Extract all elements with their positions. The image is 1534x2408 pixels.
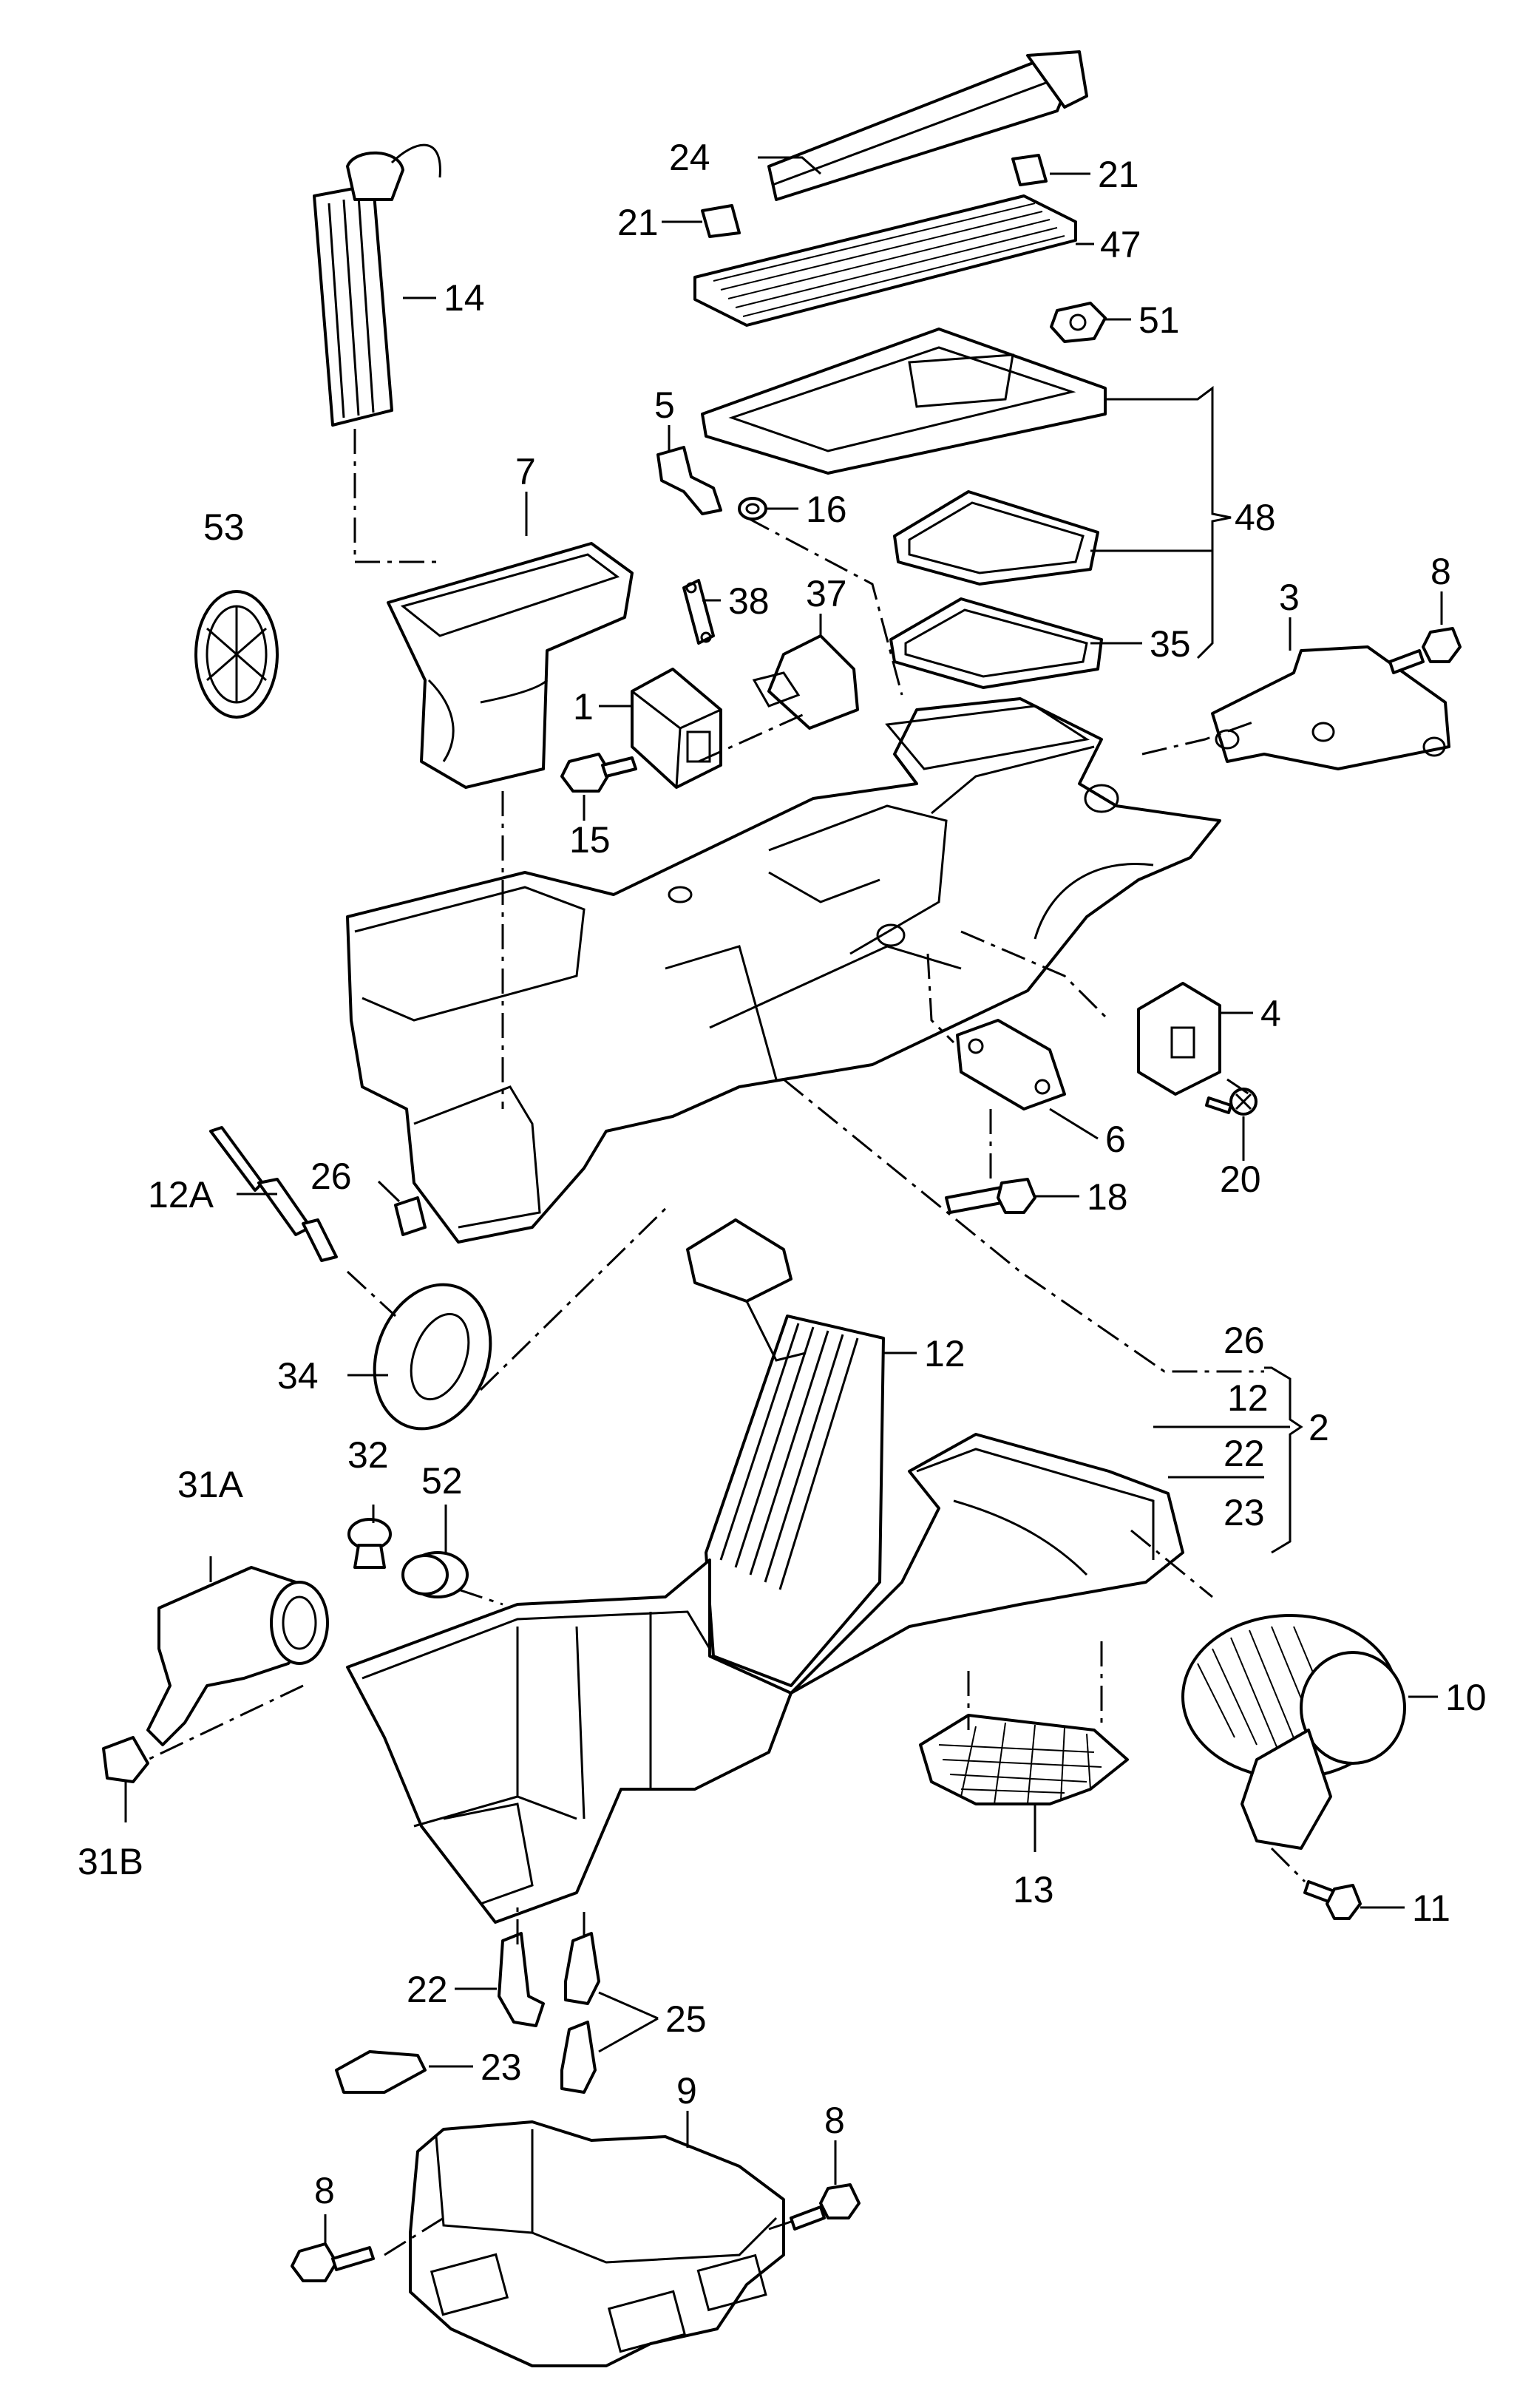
part-14-heater-core [313,143,441,427]
callout-20: 20 [1220,1159,1261,1200]
part-15-screw [560,753,637,793]
callout-8-top: 8 [1431,551,1451,592]
part-1-actuator [631,668,722,789]
callout-31a: 31A [177,1464,244,1505]
part-21-clip-left [701,204,741,238]
part-38-link [682,579,715,645]
part-35-gasket [889,597,1103,689]
part-32-grommet [347,1518,392,1569]
callout-47: 47 [1100,224,1141,265]
part-47-filter [693,194,1077,327]
callout-22-group: 22 [1224,1433,1265,1474]
callout-12: 12 [924,1333,965,1374]
callout-52: 52 [421,1460,463,1502]
part-8-screw-bottom-left [291,2242,375,2282]
callout-48: 48 [1235,497,1276,538]
callout-12a: 12A [148,1174,214,1215]
callout-1: 1 [573,686,594,728]
callout-23-group: 23 [1224,1492,1265,1533]
callout-7: 7 [515,451,536,492]
part-10-blower [1181,1614,1406,1850]
part-3-bracket [1211,645,1450,770]
callout-labels: 24 21 21 47 14 51 5 48 16 7 53 38 37 35 … [78,137,1487,2211]
part-21-clip-right [1011,154,1048,186]
callout-31b: 31B [78,1841,143,1882]
part-34-seal [373,1283,492,1431]
part-9-rear-unit [409,2120,785,2367]
callout-51: 51 [1138,299,1180,341]
part-22-valve [498,1932,545,2027]
part-51-nut [1050,302,1107,343]
main-upper-housing [346,697,1221,1244]
callout-12-group: 12 [1227,1377,1269,1419]
part-18-screw [945,1178,1036,1214]
callout-11: 11 [1412,1888,1450,1929]
part-20-screw [1205,1088,1258,1116]
callout-5: 5 [654,384,675,426]
callout-38: 38 [728,580,770,622]
callout-13: 13 [1013,1869,1054,1910]
callout-53: 53 [203,506,245,548]
part-53-cap [194,590,279,719]
part-48-gasket-upper [893,490,1099,586]
callout-26-left: 26 [310,1156,352,1197]
callout-15: 15 [569,819,611,861]
callout-37: 37 [806,573,847,614]
callout-35: 35 [1150,623,1191,665]
callout-16: 16 [806,489,847,530]
part-8-screw-top [1388,627,1462,674]
callout-24: 24 [669,137,710,178]
callout-14: 14 [444,277,485,319]
callout-6: 6 [1105,1119,1126,1160]
callout-8-bottom-left: 8 [314,2170,335,2211]
part-7-duct [387,542,634,789]
part-6-bracket [956,1019,1066,1110]
callout-8-bottom-right: 8 [824,2100,845,2141]
callout-22: 22 [407,1969,448,2010]
part-8-screw-bottom-right [790,2183,861,2231]
part-4-module [1137,982,1221,1096]
part-31a-sensor-housing [146,1566,329,1746]
part-25-valve-a [564,1932,600,2005]
part-13-mesh [919,1714,1129,1805]
part-11-screw [1303,1880,1362,1920]
callout-23: 23 [481,2046,522,2088]
callout-10: 10 [1445,1677,1487,1718]
callout-32: 32 [347,1434,389,1476]
leader-lines [124,156,1443,2244]
part-48-filter-housing [701,328,1107,475]
part-23-lever [335,2050,427,2094]
part-26-clip [394,1196,427,1236]
part-31b-clip [102,1736,149,1783]
part-37-bracket [752,634,859,730]
main-lower-housing [346,1433,1184,1924]
callout-25: 25 [665,1998,707,2040]
part-16-oring [738,497,767,520]
part-25-valve-b [560,2021,597,2094]
part-24-bracket [767,50,1088,201]
callout-2: 2 [1309,1407,1329,1448]
callout-4: 4 [1260,993,1281,1034]
callout-34: 34 [277,1355,319,1397]
callout-3: 3 [1279,577,1300,618]
part-12-evaporator [686,1218,885,1687]
part-5-connector [656,446,722,515]
part-52-plug [401,1551,469,1598]
callout-21-left: 21 [617,202,659,243]
dashed-connection-lines [147,429,1306,2256]
callout-26-group: 26 [1224,1320,1265,1361]
callout-9: 9 [676,2070,697,2112]
callout-21-right: 21 [1098,154,1139,195]
callout-18: 18 [1087,1176,1128,1218]
